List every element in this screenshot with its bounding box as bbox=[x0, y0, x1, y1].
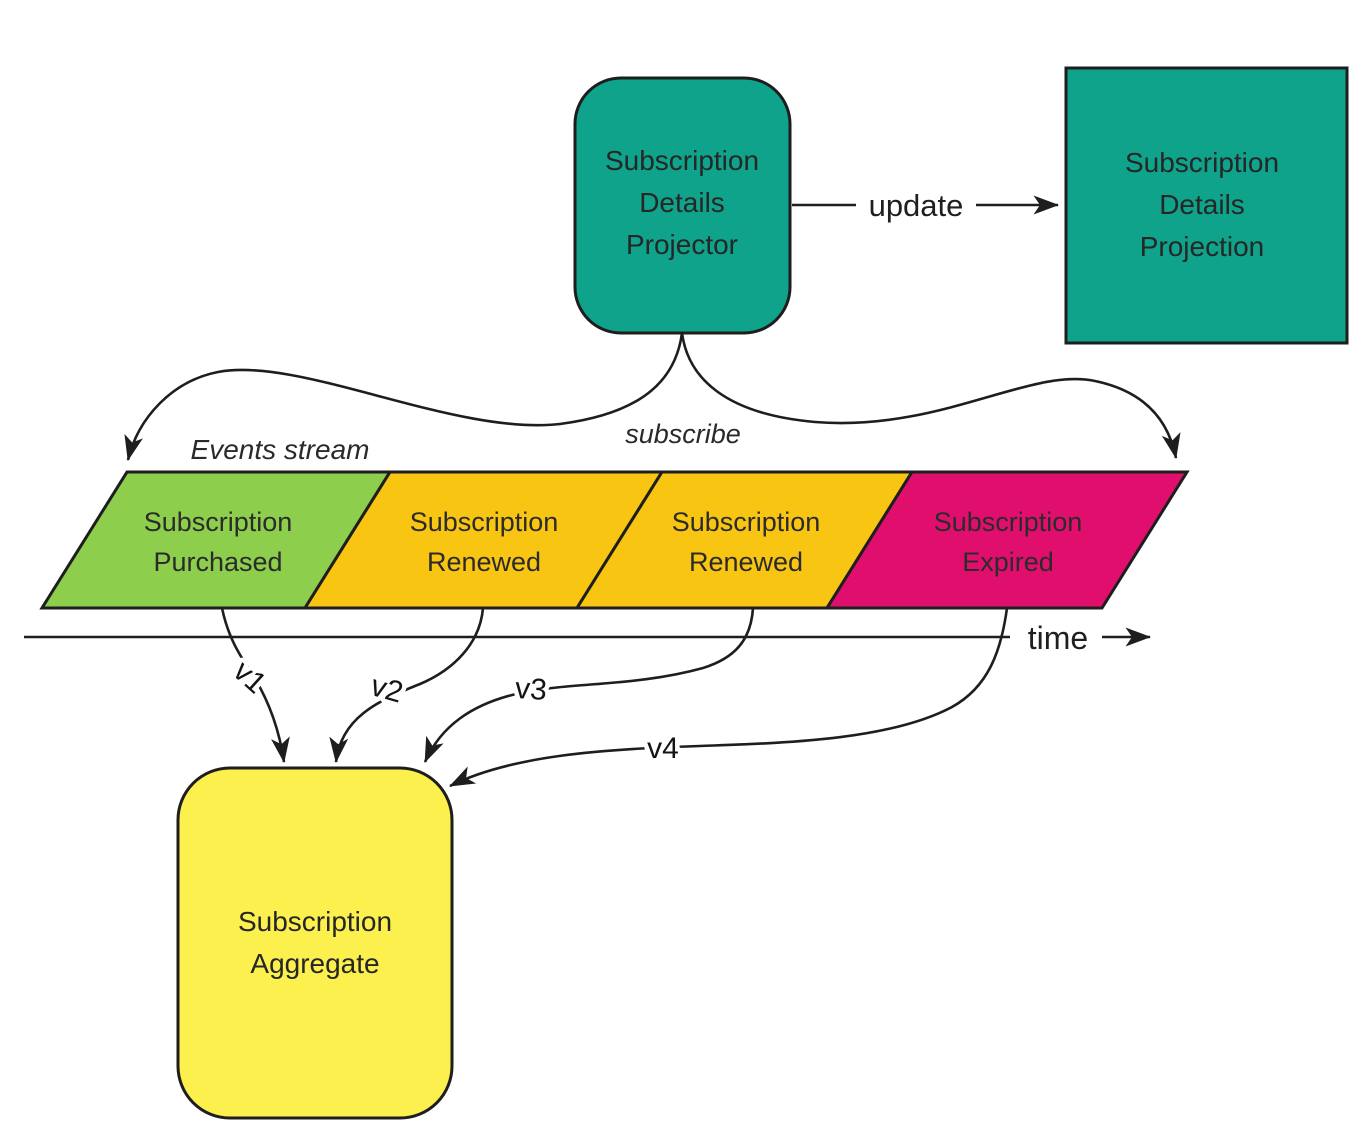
v3-label: v3 bbox=[514, 672, 548, 707]
v2-arrow bbox=[329, 607, 485, 763]
aggregate-label-line1: Subscription bbox=[238, 906, 392, 937]
projector-label-line2: Details bbox=[639, 187, 725, 218]
projection-node: Subscription Details Projection bbox=[1064, 66, 1349, 345]
version-arrows: v1 v2 v3 v4 bbox=[220, 607, 1009, 788]
v1-label: v1 bbox=[227, 655, 273, 701]
events-stream-title: Events stream bbox=[191, 434, 370, 465]
events-stream: Subscription Purchased Subscription Rene… bbox=[39, 470, 1190, 610]
time-axis: time bbox=[24, 620, 1151, 656]
projection-label-line3: Projection bbox=[1140, 231, 1265, 262]
projector-label-line1: Subscription bbox=[605, 145, 759, 176]
v2-label: v2 bbox=[367, 669, 407, 709]
subscribe-arrow-right bbox=[680, 332, 1181, 459]
aggregate-label-line2: Aggregate bbox=[250, 948, 379, 979]
event4-label-line1: Subscription bbox=[934, 507, 1083, 537]
projector-label-line3: Projector bbox=[626, 229, 738, 260]
v3-arrow bbox=[423, 607, 755, 763]
projection-label-line1: Subscription bbox=[1125, 147, 1279, 178]
subscribe-label: subscribe bbox=[625, 419, 741, 449]
projection-shape bbox=[1064, 66, 1349, 345]
update-arrow: update bbox=[792, 188, 1059, 223]
event1-label-line1: Subscription bbox=[144, 507, 293, 537]
event3-label-line2: Renewed bbox=[689, 547, 803, 577]
v4-arrow bbox=[449, 607, 1009, 788]
update-label: update bbox=[869, 188, 964, 223]
event4-label-line2: Expired bbox=[962, 547, 1054, 577]
projection-label-line2: Details bbox=[1159, 189, 1245, 220]
event-segment-expired bbox=[824, 470, 1190, 610]
v1-arrow bbox=[220, 607, 290, 763]
event3-label-line1: Subscription bbox=[672, 507, 821, 537]
subscribe-arrows: subscribe bbox=[124, 332, 1181, 461]
aggregate-shape bbox=[176, 766, 454, 1120]
projector-node: Subscription Details Projector bbox=[573, 76, 792, 335]
subscribe-arrow-left bbox=[124, 332, 684, 461]
v4-label: v4 bbox=[647, 732, 679, 765]
event2-label-line1: Subscription bbox=[410, 507, 559, 537]
event2-label-line2: Renewed bbox=[427, 547, 541, 577]
time-label: time bbox=[1028, 620, 1088, 656]
aggregate-node: Subscription Aggregate bbox=[176, 766, 454, 1120]
event1-label-line2: Purchased bbox=[153, 547, 282, 577]
